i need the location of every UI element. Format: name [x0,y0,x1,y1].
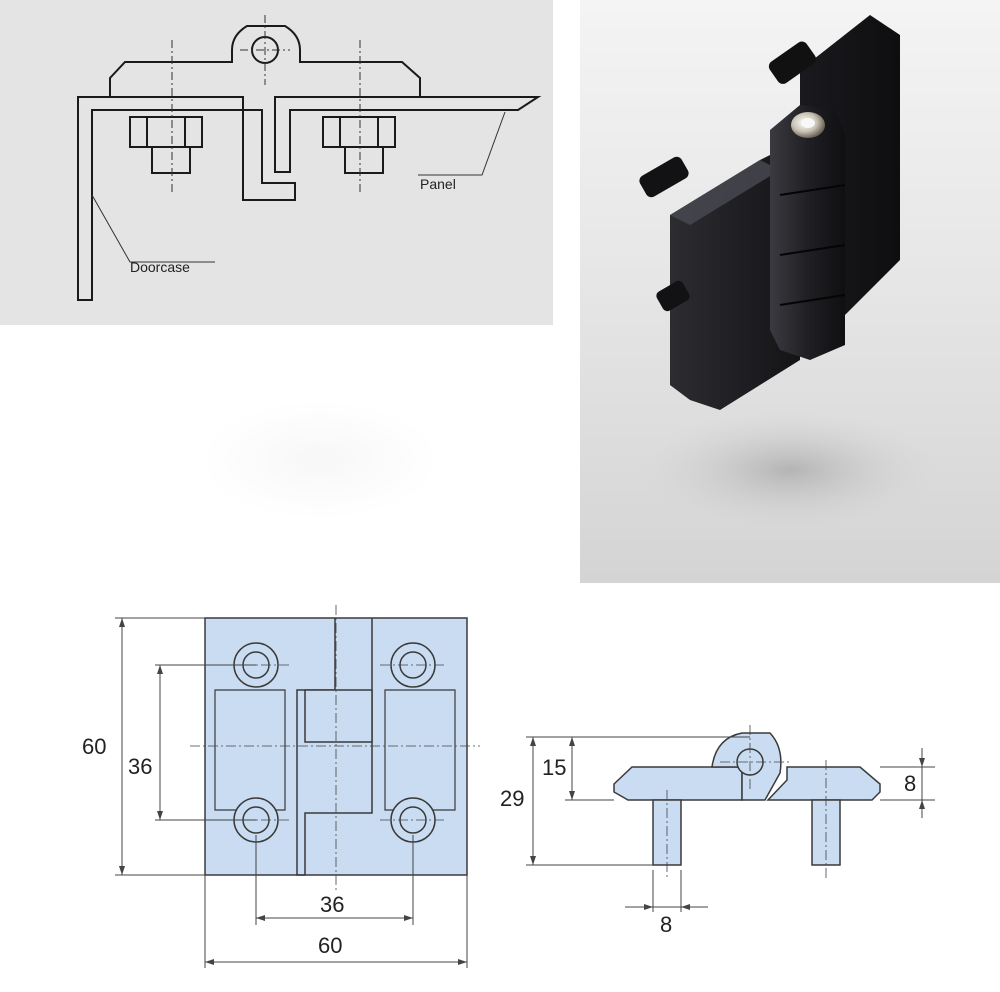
dimension-drawing: 60 36 36 60 [0,590,1000,992]
front-width-dimension: 60 [318,933,342,958]
side-view [613,725,881,878]
installation-drawing: Panel Doorcase [77,15,542,301]
side-axis-height-dimension: 15 [542,755,566,780]
panel-label: Panel [420,176,456,192]
front-hole-spacing-v-dimension: 36 [128,754,152,779]
dimension-drawing-svg: 60 36 36 60 [82,605,935,968]
side-total-height-dimension: 29 [500,786,524,811]
side-stud-diameter-dimension: 8 [660,912,672,937]
hinge-photo-illustration [639,15,940,530]
side-plate-thickness-dimension: 8 [904,771,916,796]
front-view [190,605,480,890]
installation-diagram: Panel Doorcase [0,0,553,325]
front-height-dimension: 60 [82,734,106,759]
front-hole-spacing-h-dimension: 36 [320,892,344,917]
background-glow [200,400,440,520]
product-photo [580,0,1000,583]
doorcase-label: Doorcase [130,259,190,275]
